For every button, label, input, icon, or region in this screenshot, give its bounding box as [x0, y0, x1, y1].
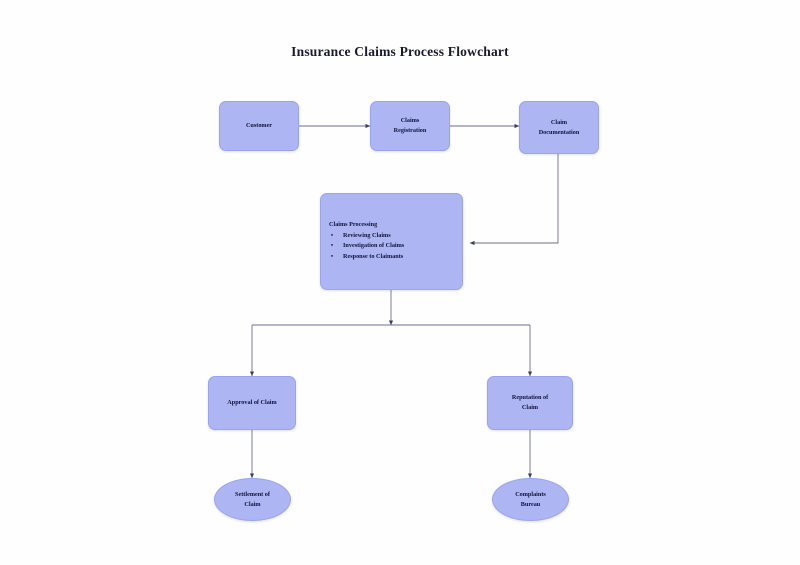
- node-claims-processing-body: Claims Processing • Reviewing Claims • I…: [329, 220, 404, 263]
- list-item-label: Investigation of Claims: [343, 242, 405, 250]
- node-claims-registration-line1: Claims: [400, 117, 420, 125]
- list-item: • Response to Claimants: [329, 252, 404, 263]
- node-complaints-bureau-line2: Bureau: [520, 500, 541, 508]
- node-complaints-bureau-label: Complaints Bureau: [515, 490, 546, 509]
- page-title: Insurance Claims Process Flowchart: [291, 44, 509, 59]
- bullet-icon: •: [331, 243, 334, 250]
- node-settlement-of-claim[interactable]: Settlement of Claim: [214, 478, 291, 521]
- node-claims-registration[interactable]: Claims Registration: [370, 101, 450, 151]
- node-claims-processing-heading: Claims Processing: [329, 221, 378, 228]
- node-claim-documentation-label: Claim Documentation: [539, 118, 580, 137]
- bullet-icon: •: [331, 254, 334, 261]
- node-settlement-of-claim-line1: Settlement of: [235, 490, 270, 498]
- bullet-icon: •: [331, 232, 334, 239]
- node-reputation-of-claim-label: Reputation of Claim: [512, 393, 548, 412]
- node-claim-documentation-line1: Claim: [550, 118, 568, 126]
- node-settlement-of-claim-line2: Claim: [244, 500, 261, 508]
- node-claim-documentation[interactable]: Claim Documentation: [519, 101, 599, 154]
- node-complaints-bureau-line1: Complaints: [515, 490, 546, 498]
- list-item-label: Reviewing Claims: [343, 231, 391, 239]
- node-complaints-bureau[interactable]: Complaints Bureau: [492, 478, 569, 521]
- list-item: • Reviewing Claims: [329, 231, 404, 242]
- node-claims-processing-list: • Reviewing Claims • Investigation of Cl…: [329, 231, 404, 264]
- list-item: • Investigation of Claims: [329, 241, 404, 252]
- connector-documentation-to-processing: [469, 154, 559, 246]
- node-reputation-of-claim-line1: Reputation of: [511, 394, 549, 402]
- node-approval-of-claim-label: Approval of Claim: [227, 399, 277, 407]
- node-claim-documentation-line2: Documentation: [538, 128, 580, 136]
- node-claims-registration-line2: Registration: [393, 127, 427, 134]
- node-claims-processing[interactable]: Claims Processing • Reviewing Claims • I…: [320, 193, 463, 290]
- node-approval-of-claim[interactable]: Approval of Claim: [208, 376, 296, 430]
- node-customer[interactable]: Customer: [219, 101, 299, 151]
- node-reputation-of-claim-line2: Claim: [521, 404, 539, 411]
- node-claims-registration-label: Claims Registration: [394, 116, 427, 135]
- node-settlement-of-claim-label: Settlement of Claim: [235, 490, 270, 509]
- list-item-label: Response to Claimants: [343, 253, 404, 261]
- node-customer-label: Customer: [245, 122, 273, 130]
- node-reputation-of-claim[interactable]: Reputation of Claim: [487, 376, 573, 430]
